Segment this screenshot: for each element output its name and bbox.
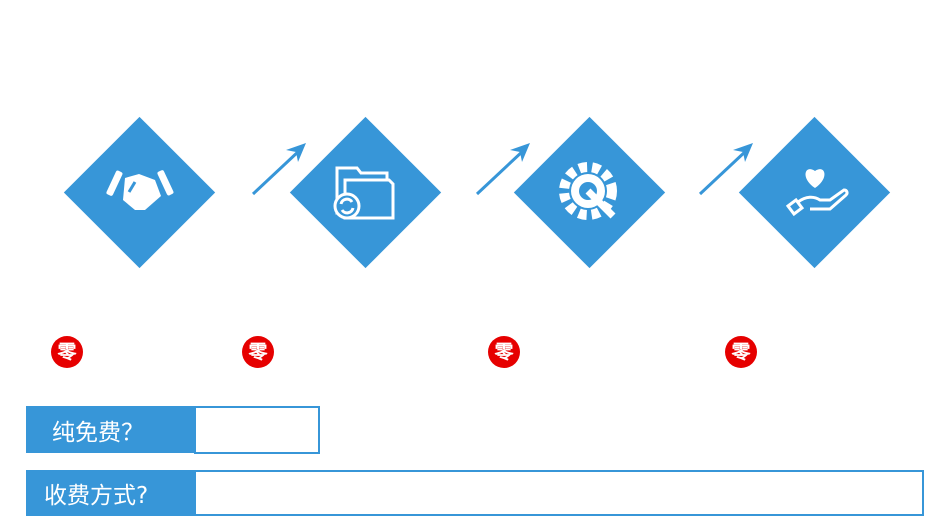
zero-badge: 零 bbox=[488, 336, 520, 368]
zero-badge: 零 bbox=[242, 336, 274, 368]
arrow-icon bbox=[698, 143, 753, 196]
hand-heart-icon bbox=[785, 169, 849, 217]
fee-method-field[interactable] bbox=[194, 470, 924, 516]
free-answer-field[interactable] bbox=[194, 406, 320, 454]
zero-badge: 零 bbox=[725, 336, 757, 368]
folder-sync-icon bbox=[333, 166, 395, 220]
zero-badge: 零 bbox=[51, 336, 83, 368]
fee-method-label: 收费方式? bbox=[26, 470, 196, 516]
gear-wrench-icon bbox=[559, 162, 617, 220]
arrow-icon bbox=[251, 143, 306, 196]
arrow-icon bbox=[475, 143, 530, 196]
handshake-icon bbox=[106, 170, 174, 210]
free-label: 纯免费？ bbox=[26, 406, 196, 453]
